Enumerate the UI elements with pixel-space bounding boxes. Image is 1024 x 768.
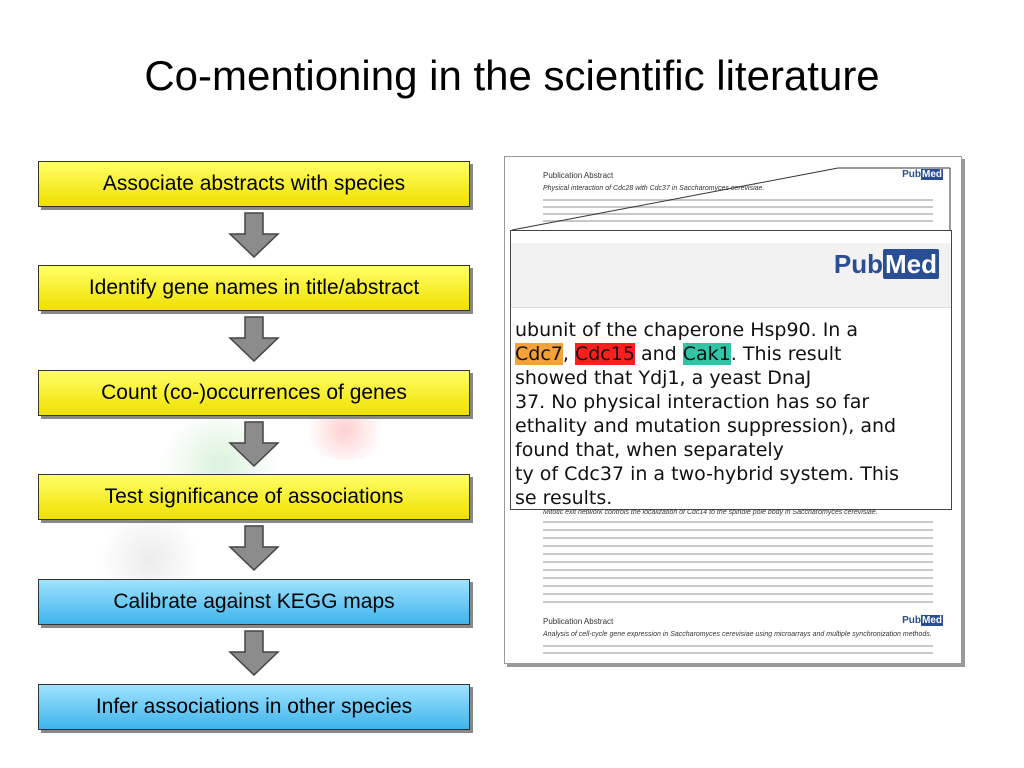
abstract-title: Physical interaction of Cdc28 with Cdc37… [543,185,765,192]
zoom-text-line: se results. [515,487,613,509]
step-infer-associations: Infer associations in other species [38,684,470,730]
down-arrow-icon [228,316,280,362]
text-line [543,529,933,531]
step-count-occurrences: Count (co-)occurrences of genes [38,370,470,416]
down-arrow-icon [228,421,280,467]
down-arrow-icon [228,630,280,676]
gene-highlight-cak1: Cak1 [682,343,731,365]
text-line [543,553,933,555]
text-line [543,220,933,222]
text-line [543,206,933,208]
zoom-header-bar [511,243,951,308]
text-line [543,577,933,579]
zoom-text-line-highlighted: Cdc7, Cdc15 and Cak1. This result [515,343,842,365]
text-line [543,601,933,603]
text-line [543,537,933,539]
step-identify-gene-names: Identify gene names in title/abstract [38,265,470,311]
step-calibrate-kegg: Calibrate against KEGG maps [38,579,470,625]
text-line [543,593,933,595]
step-associate-abstracts: Associate abstracts with species [38,161,470,207]
zoom-text-line: ethality and mutation suppression), and [515,415,897,437]
zoom-text-line: 37. No physical interaction has so far [515,391,870,413]
gene-highlight-cdc15: Cdc15 [574,343,635,365]
zoom-text-line: showed that Ydj1, a yeast DnaJ [515,367,812,389]
abstract-header: Publication Abstract [543,171,614,180]
text-line [543,645,933,647]
pubmed-logo-small: PubMed [902,169,943,180]
page-title: Co-mentioning in the scientific literatu… [144,52,880,99]
step-test-significance: Test significance of associations [38,474,470,520]
text-line [543,521,933,523]
down-arrow-icon [228,525,280,571]
text-line [543,561,933,563]
text-line [543,585,933,587]
zoom-text-line: ubunit of the chaperone Hsp90. In a [515,319,859,341]
zoomed-abstract-excerpt: PubMed ubunit of the chaperone Hsp90. In… [510,230,952,510]
abstract-title: Mitotic exit network controls the locali… [543,509,878,516]
text-line [543,213,933,215]
down-arrow-icon [228,212,280,258]
pubmed-logo-small: PubMed [902,615,943,626]
text-line [543,199,933,201]
text-line [543,569,933,571]
text-line [543,652,933,654]
text-line [543,545,933,547]
gene-highlight-cdc7: Cdc7 [515,343,563,365]
zoom-text-line: ty of Cdc37 in a two-hybrid system. This [515,463,900,485]
zoom-text-line: found that, when separately [515,439,784,461]
abstract-header: Publication Abstract [543,617,614,626]
abstract-title: Analysis of cell-cycle gene expression i… [543,631,932,638]
pubmed-logo: PubMed [833,249,939,279]
